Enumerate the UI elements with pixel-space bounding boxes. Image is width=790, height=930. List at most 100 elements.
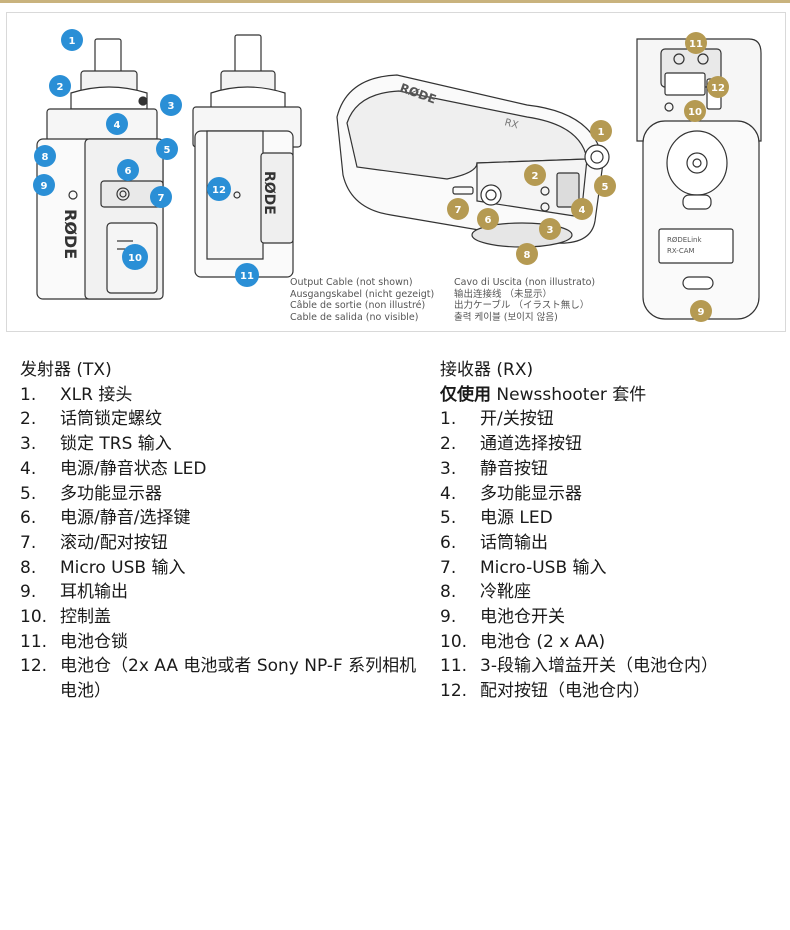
tx-badge-7: 7	[150, 186, 172, 208]
svg-text:3: 3	[168, 101, 175, 112]
rx-list-item: 2.通道选择按钮	[440, 432, 785, 457]
rx-badge-1: 1	[590, 120, 612, 142]
item-number: 10.	[440, 631, 468, 652]
svg-text:5: 5	[164, 145, 171, 156]
caption-output-cable-right: Cavo di Uscita (non illustrato) 输出连接线 （未…	[454, 277, 596, 323]
tx-badge-11: 11	[235, 263, 259, 287]
svg-text:10: 10	[688, 107, 702, 118]
svg-text:6: 6	[125, 166, 132, 177]
tx-list-item: 9.耳机输出	[20, 580, 420, 605]
svg-text:12: 12	[711, 83, 725, 94]
caption-output-cable-left: Output Cable (not shown) Ausgangskabel (…	[290, 277, 435, 323]
item-text: 电池仓锁	[60, 631, 128, 652]
item-number: 5.	[440, 508, 457, 529]
tx-badge-9: 9	[33, 174, 55, 196]
tx-badge-3: 3	[160, 94, 182, 116]
item-number: 12.	[440, 681, 468, 702]
item-text: Micro-USB 输入	[480, 557, 607, 578]
svg-text:12: 12	[212, 185, 226, 196]
svg-text:4: 4	[114, 120, 121, 131]
svg-text:1: 1	[69, 36, 76, 47]
item-text: 电池仓 (2 x AA)	[480, 631, 606, 652]
tx-badge-4: 4	[106, 113, 128, 135]
item-text: 冷靴座	[480, 582, 531, 603]
item-text: 电池仓开关	[480, 607, 565, 628]
rx-plate-model: RX-CAM	[667, 247, 695, 255]
item-number: 9.	[20, 582, 37, 603]
item-number: 10.	[20, 607, 48, 628]
rx-list-item: 12.配对按钮（电池仓内）	[440, 679, 785, 704]
tx-badge-12: 12	[207, 177, 231, 201]
tx-badge-8: 8	[34, 145, 56, 167]
item-number: 1.	[20, 384, 37, 405]
item-number: 1.	[440, 409, 457, 430]
rx-badge-9: 9	[690, 300, 712, 322]
item-number: 3.	[440, 458, 457, 479]
top-rule	[0, 0, 790, 3]
rx-list-item: 6. 话筒输出	[440, 531, 785, 556]
svg-text:2: 2	[532, 171, 539, 182]
item-text: 话筒输出	[480, 532, 548, 553]
rx-badge-8: 8	[516, 243, 538, 265]
svg-text:10: 10	[128, 253, 142, 264]
tx-list-item: 6. 电源/静音/选择键	[20, 506, 420, 531]
rx-list-item: 1.开/关按钮	[440, 407, 785, 432]
svg-text:9: 9	[41, 181, 48, 192]
svg-text:7: 7	[455, 205, 462, 216]
svg-text:8: 8	[42, 152, 49, 163]
item-number: 11.	[440, 656, 468, 677]
tx-list-item: 2.话筒锁定螺纹	[20, 407, 420, 432]
item-number: 2.	[20, 409, 37, 430]
rx-angled-illustration	[336, 74, 610, 248]
item-number: 2.	[440, 434, 457, 455]
item-number: 4.	[20, 458, 37, 479]
tx-list-item: 7.滚动/配对按钮	[20, 531, 420, 556]
item-text: Micro USB 输入	[60, 557, 186, 578]
item-number: 4.	[440, 483, 457, 504]
svg-text:9: 9	[698, 307, 705, 318]
rx-list-item: 5. 电源 LED	[440, 506, 785, 531]
rx-plate-label: RØDELink	[667, 236, 702, 244]
rx-subheading: 仅使用 Newsshooter 套件	[440, 384, 647, 405]
rx-list-item: 7.Micro-USB 输入	[440, 556, 785, 581]
rx-badge-7: 7	[447, 198, 469, 220]
tx-badge-10: 10	[122, 244, 148, 270]
item-text: 电源 LED	[480, 508, 553, 529]
item-number: 9.	[440, 607, 457, 628]
tx-list-item: 4.电源/静音状态 LED	[20, 457, 420, 482]
svg-text:11: 11	[240, 271, 254, 282]
tx-heading: 发射器 (TX)	[20, 360, 112, 380]
tx-back-brand-text: RØDE	[261, 171, 277, 215]
tx-badge-6: 6	[117, 159, 139, 181]
rx-rear-illustration	[636, 38, 762, 320]
tx-list-item: 3.锁定 TRS 输入	[20, 432, 420, 457]
tx-badge-5: 5	[156, 138, 178, 160]
item-text: 电源/静音/选择键	[60, 508, 191, 529]
item-number: 6.	[20, 508, 37, 529]
item-text: 电池仓（2x AA 电池或者 Sony NP-F 系列相机电池）	[60, 656, 417, 702]
svg-text:6: 6	[485, 215, 492, 226]
item-number: 6.	[440, 532, 457, 553]
svg-text:3: 3	[547, 225, 554, 236]
item-text: 3-段输入增益开关（电池仓内）	[480, 656, 718, 677]
item-number: 7.	[20, 532, 37, 553]
item-text: 多功能显示器	[60, 483, 162, 504]
tx-brand-text: RØDE	[61, 209, 80, 259]
tx-list-item: 10.控制盖	[20, 605, 420, 630]
svg-text:5: 5	[602, 182, 609, 193]
rx-badge-3: 3	[539, 218, 561, 240]
rx-heading: 接收器 (RX)	[440, 360, 534, 380]
rx-badge-5: 5	[594, 175, 616, 197]
rx-badge-2: 2	[524, 164, 546, 186]
item-text: XLR 接头	[60, 384, 133, 405]
svg-text:8: 8	[524, 250, 531, 261]
svg-text:7: 7	[158, 193, 165, 204]
diagram-drawing: RØDE RØDE RØDE RX RØDELink RX-CAM 1 2 3 …	[33, 29, 762, 322]
item-text: 静音按钮	[480, 458, 548, 479]
product-diagram: RØDE RØDE RØDE RX RØDELink RX-CAM 1 2 3 …	[6, 12, 786, 332]
tx-back-illustration	[192, 34, 302, 278]
tx-list-item: 8.Micro USB 输入	[20, 556, 420, 581]
item-number: 8.	[440, 582, 457, 603]
